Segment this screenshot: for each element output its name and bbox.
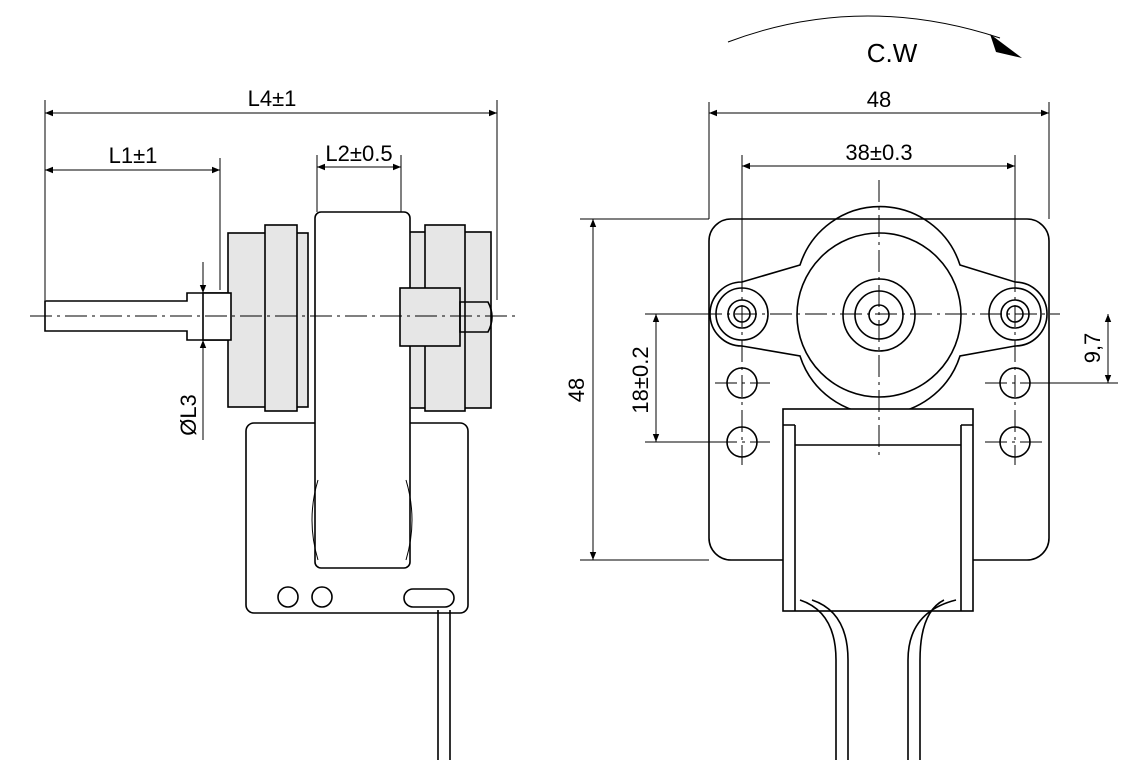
coil-bulge-left xyxy=(311,479,319,561)
side-view: L4±1 L1±1 L2±0.5 ØL3 xyxy=(30,86,515,760)
dim-height-label: 48 xyxy=(564,378,589,402)
shaft-end-cap xyxy=(459,301,493,333)
dim-offset-label: 9,7 xyxy=(1080,333,1105,364)
side-coil xyxy=(314,211,411,569)
bracket-hole-1 xyxy=(277,586,299,608)
dim-l4-label: L4±1 xyxy=(248,86,297,111)
shaft-hub xyxy=(399,287,461,347)
bracket-slot xyxy=(403,588,455,608)
rotation-arrow xyxy=(727,15,1001,43)
front-lead-wire-left xyxy=(799,599,849,760)
coil-bulge-right xyxy=(405,479,413,561)
dim-vertical-label: 18±0.2 xyxy=(628,346,653,413)
dim-l3-label: ØL3 xyxy=(176,394,201,436)
side-lead-wire xyxy=(437,610,451,760)
dim-l2-label: L2±0.5 xyxy=(325,141,392,166)
dim-hole-spacing-label: 38±0.3 xyxy=(845,140,912,165)
front-view: C.W xyxy=(564,15,1118,760)
rotation-arrowhead xyxy=(990,34,1022,58)
dim-l1-label: L1±1 xyxy=(109,143,158,168)
front-lead-wire-right xyxy=(907,599,957,760)
side-lamination-left-inner xyxy=(264,224,298,412)
bracket-hole-2 xyxy=(311,586,333,608)
front-coil xyxy=(782,408,974,612)
rotation-label: C.W xyxy=(867,38,918,68)
dim-width-label: 48 xyxy=(867,87,891,112)
